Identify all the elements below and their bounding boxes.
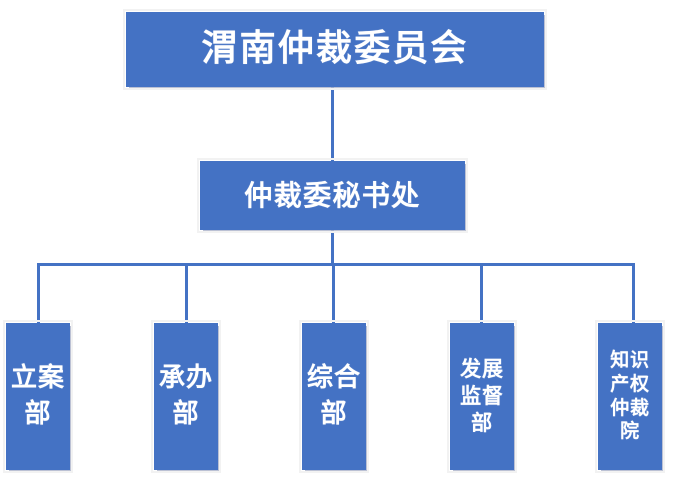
node-department-handling-label: 承办部	[158, 362, 214, 429]
node-department-ip-arbitration-label: 知识产权仲裁院	[610, 348, 650, 443]
node-department-ip-arbitration[interactable]: 知识产权仲裁院	[595, 320, 665, 473]
connector-bus-to-dept-5	[632, 263, 635, 325]
node-department-general-label: 综合部	[306, 362, 362, 429]
connector-bus-to-dept-2	[185, 263, 188, 325]
node-department-handling[interactable]: 承办部	[151, 320, 221, 473]
node-department-filing[interactable]: 立案部	[3, 320, 73, 473]
connector-secretariat-to-bus	[331, 230, 334, 266]
connector-root-to-secretariat	[331, 87, 334, 162]
connector-horizontal-bus	[37, 263, 635, 266]
connector-bus-to-dept-3	[332, 263, 335, 325]
node-department-filing-label: 立案部	[10, 362, 66, 429]
node-department-development-supervision[interactable]: 发展监督部	[447, 320, 517, 473]
connector-bus-to-dept-4	[480, 263, 483, 325]
node-department-development-supervision-label: 发展监督部	[460, 356, 504, 436]
node-department-general[interactable]: 综合部	[299, 320, 369, 473]
node-secretariat-label: 仲裁委秘书处	[244, 178, 421, 212]
node-secretariat[interactable]: 仲裁委秘书处	[197, 158, 468, 233]
connector-bus-to-dept-1	[37, 263, 40, 325]
node-root-label: 渭南仲裁委员会	[201, 28, 469, 70]
node-root-committee[interactable]: 渭南仲裁委员会	[123, 9, 547, 90]
